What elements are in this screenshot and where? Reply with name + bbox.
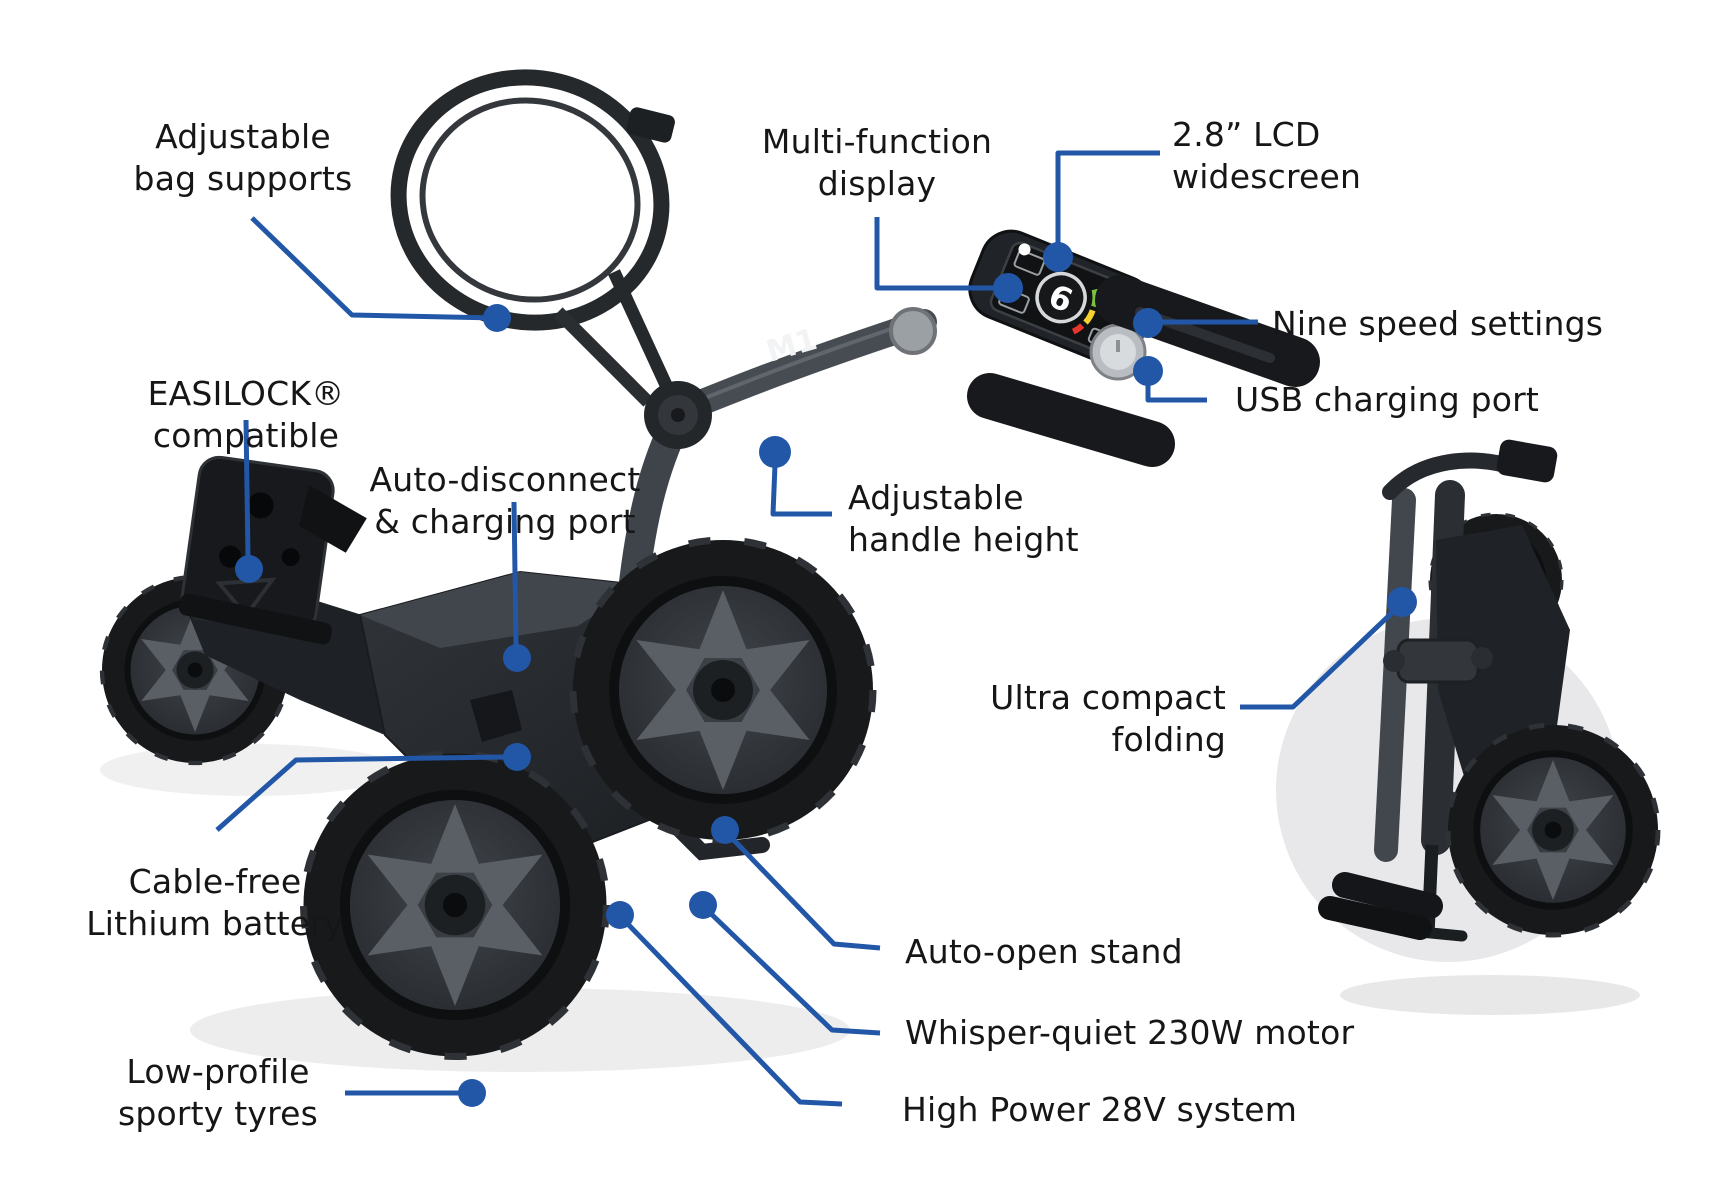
- folded-grip: [1332, 872, 1443, 919]
- callout-whisper-quiet-motor: Whisper-quiet 230W motor: [905, 1013, 1355, 1052]
- ring-arm: [553, 307, 653, 407]
- callout-low-profile-tyres: Low-profile sporty tyres: [117, 1052, 319, 1133]
- high-power-marker-dot: [606, 901, 634, 929]
- callout-cable-free-lithium-battery: Cable-free Lithium battery: [86, 862, 344, 943]
- callout-ultra-compact-folding: Ultra compact folding: [990, 678, 1226, 759]
- ultra-compact-leader-line: [1240, 605, 1400, 710]
- folded-clamp: [1396, 638, 1480, 684]
- auto-open-marker-dot: [711, 816, 739, 844]
- tube-highlight: [689, 320, 913, 406]
- folded-rear-wheel: [1448, 725, 1658, 935]
- handle-grip-lower: [967, 373, 1175, 467]
- handle-height-marker-dot: [759, 436, 791, 468]
- easilock-clip: [299, 484, 367, 553]
- callout-adjustable-handle-height: Adjustable handle height: [848, 478, 1079, 559]
- rear-right-wheel: [573, 540, 873, 840]
- speed-gauge: [1035, 271, 1087, 324]
- callout-nine-speed-settings: Nine speed settings: [1272, 304, 1604, 343]
- nine-speed-marker-dot: [1133, 308, 1163, 338]
- battery-top-face: [360, 572, 640, 648]
- ring-arm-2: [608, 269, 678, 401]
- callout-lcd-widescreen: 2.8” LCD widescreen: [1172, 115, 1362, 196]
- handle-height-leader-line: [770, 464, 832, 517]
- low-profile-marker-dot: [458, 1079, 486, 1107]
- handle-collar: [889, 307, 937, 355]
- easilock-plate: [180, 455, 367, 633]
- callout-adjustable-bag-supports: Adjustable bag supports: [133, 117, 353, 198]
- folded-trolley-illustration: [1276, 439, 1658, 1015]
- callout-auto-disconnect-charging-port: Auto-disconnect & charging port: [369, 460, 641, 541]
- whisper-marker-dot: [689, 891, 717, 919]
- callout-high-power-system: High Power 28V system: [902, 1090, 1298, 1129]
- front-latch: [178, 593, 333, 645]
- ultra-compact-marker-dot: [1387, 587, 1417, 617]
- cable-free-marker-dot: [503, 743, 531, 771]
- callout-markers: [235, 242, 1417, 1107]
- high-power-leader-line: [620, 916, 843, 1107]
- callout-usb-charging-port: USB charging port: [1235, 380, 1540, 419]
- multi-function-marker-dot: [993, 273, 1023, 303]
- cable-free-leader-line: [215, 754, 505, 832]
- callout-multi-function-display: Multi-function display: [761, 122, 993, 203]
- auto-disconnect-marker-dot: [503, 644, 531, 672]
- auto-open-leader-line: [725, 831, 881, 951]
- multi-function-leader-line: [874, 217, 1000, 291]
- folded-frame-tube: [1374, 488, 1416, 862]
- body-panel: [470, 690, 522, 742]
- usb-leader-line: [1145, 385, 1207, 403]
- lcd-marker-dot: [1043, 242, 1073, 272]
- easilock-leader-line: [243, 419, 251, 558]
- motocaddy-logo: [1018, 243, 1031, 256]
- callout-leaders: [215, 150, 1400, 1107]
- lcd-leader-line: [1055, 150, 1160, 250]
- front-shadow: [100, 744, 400, 796]
- callout-auto-open-stand: Auto-open stand: [905, 932, 1183, 971]
- usb-marker-dot: [1133, 356, 1163, 386]
- whisper-leader-line: [703, 906, 881, 1036]
- easilock-marker-dot: [235, 555, 263, 583]
- folded-handle-knob: [1496, 439, 1558, 483]
- bag-supports-marker-dot: [483, 304, 511, 332]
- auto-disconnect-leader-line: [511, 501, 519, 646]
- bag-support-ring: [390, 69, 675, 331]
- bag-supports-leader-line: [250, 216, 498, 321]
- callout-easilock-compatible: EASILOCK® compatible: [147, 374, 345, 455]
